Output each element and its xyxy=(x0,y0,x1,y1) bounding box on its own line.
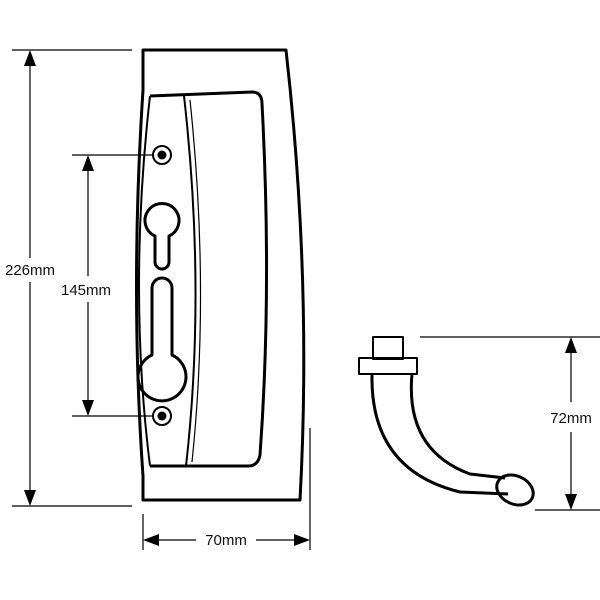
top-fixing-hole xyxy=(152,145,172,165)
dimension-width: 70mm xyxy=(142,428,311,550)
handle-grip-recess xyxy=(149,90,269,468)
lever-arm xyxy=(370,373,509,496)
handle-front-view xyxy=(135,48,306,502)
spindle-boss xyxy=(372,336,404,360)
bottom-fixing-hole xyxy=(152,406,172,426)
backplate-right-edge xyxy=(183,95,197,467)
dimension-projection: 72mm xyxy=(420,336,600,511)
handle-outer-outline xyxy=(135,48,306,502)
lower-keyhole-icon xyxy=(136,276,188,403)
backplate-left-edge xyxy=(138,95,151,467)
grip-inner-line xyxy=(189,99,202,463)
lever-end-knob xyxy=(495,473,535,507)
dimension-overall-height: 226mm xyxy=(5,49,132,507)
fixing-centres-label: 145mm xyxy=(61,282,111,299)
width-label: 70mm xyxy=(205,532,247,549)
handle-side-view xyxy=(358,336,535,507)
overall-height-label: 226mm xyxy=(5,262,55,279)
mounting-rose xyxy=(358,357,418,375)
projection-label: 72mm xyxy=(550,410,592,427)
dimension-fixing-centres: 145mm xyxy=(61,154,152,417)
upper-keyhole-icon xyxy=(143,202,181,271)
